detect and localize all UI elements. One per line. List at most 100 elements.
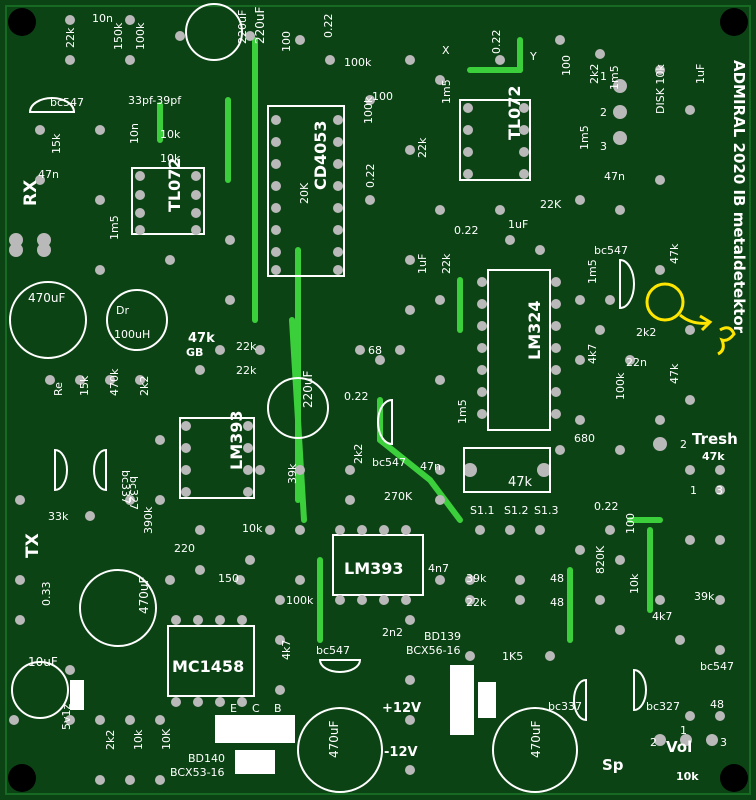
part-22: 1m5 xyxy=(608,65,621,90)
x-label: X xyxy=(442,44,450,57)
part-1: 10n xyxy=(92,12,113,25)
svg-text:E: E xyxy=(230,702,237,715)
svg-text:1: 1 xyxy=(600,70,607,83)
svg-text:1: 1 xyxy=(690,484,697,497)
part-36: 22k xyxy=(236,340,257,353)
bc337-b-label: bc337 xyxy=(548,700,582,713)
part-42: 100k xyxy=(614,372,627,400)
part-17: 47n xyxy=(38,168,59,181)
part-74: 10K xyxy=(160,728,173,750)
part-12: bc547 xyxy=(50,96,84,109)
part-54: 0.22 xyxy=(594,500,619,513)
part-34: 22k xyxy=(440,253,453,274)
part-8: 0.22 xyxy=(490,30,503,55)
svg-text:2: 2 xyxy=(680,438,687,451)
ic-cd4053-label: CD4053 xyxy=(311,120,330,190)
part-31: 1m5 xyxy=(586,259,599,284)
ic-outlines xyxy=(131,99,551,697)
part-72: 2k2 xyxy=(104,730,117,750)
tx-label: TX xyxy=(23,533,43,558)
part-21: 1m5 xyxy=(578,125,591,150)
part-9: 100 xyxy=(560,55,573,76)
part-64: 48 xyxy=(550,572,564,585)
svg-text:2: 2 xyxy=(600,106,607,119)
part-57: 10k xyxy=(242,522,263,535)
y-label: Y xyxy=(529,50,537,63)
part-25: 0.22 xyxy=(364,164,377,189)
svg-text:1: 1 xyxy=(680,724,687,737)
part-28: 0.22 xyxy=(454,224,479,237)
ic-pads xyxy=(135,103,561,707)
part-60: 100 xyxy=(624,513,637,534)
cap-10u-label: 10uF xyxy=(28,655,58,669)
part-63: 22k xyxy=(466,596,487,609)
part-29: 1uF xyxy=(508,218,528,231)
bc327-b-label: bc327 xyxy=(646,700,680,713)
misc-labels: Dr 100uH 33pf-39pf X Y DISK 10k bc547 bc… xyxy=(60,44,734,779)
sp-label: Sp xyxy=(602,756,624,774)
cap-470u-a-label: 470uF xyxy=(28,291,66,305)
part-53: 270K xyxy=(384,490,413,503)
bd139-tab xyxy=(478,682,496,718)
dr-label: Dr xyxy=(116,304,129,317)
part-61: 820K xyxy=(594,545,607,574)
trimmer-label: 47k xyxy=(508,475,533,490)
part-55: 33k xyxy=(48,510,69,523)
tracks xyxy=(157,37,663,643)
vol-value: 10k xyxy=(676,770,699,783)
bd140-label: BD140 xyxy=(188,752,225,765)
vol-label: Vol xyxy=(666,738,692,756)
ic-mc1458-label: MC1458 xyxy=(172,657,244,676)
svg-text:2: 2 xyxy=(650,736,657,749)
part-40: 1m5 xyxy=(456,399,469,424)
cap-labels: 220uF 220uF 470uF 470uF 470uF 470uF 10uF xyxy=(28,6,543,758)
part-65: 48 xyxy=(550,596,564,609)
part-51: 2k2 xyxy=(352,444,365,464)
rx-label: RX xyxy=(21,180,41,206)
part-11: 1uF xyxy=(694,64,707,84)
s13-label: S1.3 xyxy=(534,504,558,517)
part-48: 2k2 xyxy=(138,376,151,396)
part-70: 100k xyxy=(286,594,314,607)
part-71: 0.33 xyxy=(40,582,53,607)
part-20: 100k xyxy=(362,96,375,124)
part-77: 4k7 xyxy=(652,610,672,623)
part-38: 0.22 xyxy=(344,390,369,403)
part-23: 47n xyxy=(604,170,625,183)
part-33: 2k2 xyxy=(636,326,656,339)
cap-220u-b-label: 220uF xyxy=(301,370,315,408)
s11-label: S1.1 xyxy=(470,504,494,517)
part-62: 39k xyxy=(466,572,487,585)
mounting-holes xyxy=(8,8,748,792)
ic-lm393-a-label: LM393 xyxy=(227,410,246,470)
part-78: 4n7 xyxy=(428,562,449,575)
ic-tl072-a-label: TL072 xyxy=(165,157,184,212)
part-46: 15k xyxy=(78,375,91,396)
bc547-c-label: bc547 xyxy=(372,456,406,469)
part-19: 1m5 xyxy=(440,79,453,104)
part-52: 39k xyxy=(286,463,299,484)
part-4: 220uF xyxy=(236,10,249,44)
part-14: 10k xyxy=(160,152,181,165)
part-24: 20K xyxy=(298,182,311,204)
pcb-cap-label: 33pf-39pf xyxy=(128,94,182,107)
gb-value: 47k xyxy=(188,331,215,346)
cap-circles xyxy=(9,3,578,793)
transistors xyxy=(28,97,647,722)
part-15: 15k xyxy=(50,133,63,154)
bd139-body xyxy=(450,665,474,735)
bcx53-label: BCX53-16 xyxy=(170,766,225,779)
part-18: 100 xyxy=(372,90,393,103)
bc547-b-label: bc547 xyxy=(594,244,628,257)
yellow-annotation xyxy=(645,282,736,356)
part-45: Re xyxy=(52,382,65,396)
ic-lm393-b-label: LM393 xyxy=(344,559,404,578)
part-labels: 22k 10n 150k 100k 220uF 0.22 100k 100 0.… xyxy=(38,10,724,750)
part-32: 47k xyxy=(668,243,681,264)
pin-numbers: 1 2 3 1 2 3 1 2 3 E C B xyxy=(230,70,727,749)
plus12-label: +12V xyxy=(382,701,421,716)
part-35: 1uF xyxy=(416,254,429,274)
bd139-label: BD139 xyxy=(424,630,461,643)
bd140-tab xyxy=(235,750,275,774)
